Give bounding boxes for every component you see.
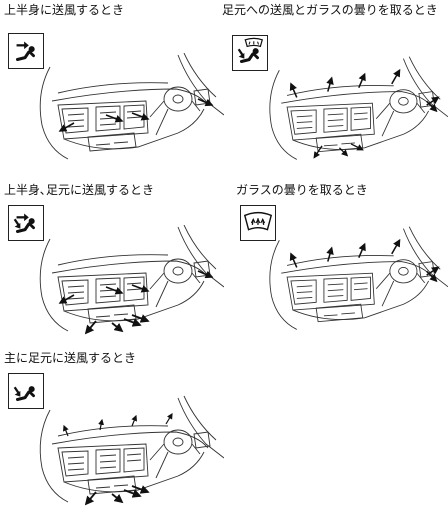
mode-caption: 主に足元に送風するとき: [4, 351, 137, 365]
defrost-icon: [240, 205, 276, 241]
mode-bilevel: 上半身､足元に送風するとき: [4, 183, 224, 343]
mode-caption: 上半身､足元に送風するとき: [4, 183, 155, 197]
mode-bilevel-defog: 足元への送風とガラスの曇りを取るとき: [222, 3, 448, 163]
dashboard-illustration: [39, 225, 224, 335]
dashboard-illustration: [269, 226, 448, 330]
bilevel-icon: [8, 205, 44, 241]
mode-foot: 主に足元に送風するとき: [4, 351, 224, 511]
dashboard-illustration: [39, 395, 224, 507]
dashboard-illustration: [269, 56, 448, 160]
mode-caption: 上半身に送風するとき: [4, 3, 125, 17]
dashboard-illustration: [39, 53, 224, 160]
foot-defog-icon: [232, 35, 268, 71]
mode-caption: 足元への送風とガラスの曇りを取るとき: [222, 3, 438, 17]
face-vent-icon: [8, 33, 44, 69]
mode-defrost: ガラスの曇りを取るとき: [236, 183, 448, 343]
mode-caption: ガラスの曇りを取るとき: [236, 183, 368, 197]
foot-vent-icon: [8, 373, 44, 409]
mode-face: 上半身に送風するとき: [4, 3, 224, 163]
